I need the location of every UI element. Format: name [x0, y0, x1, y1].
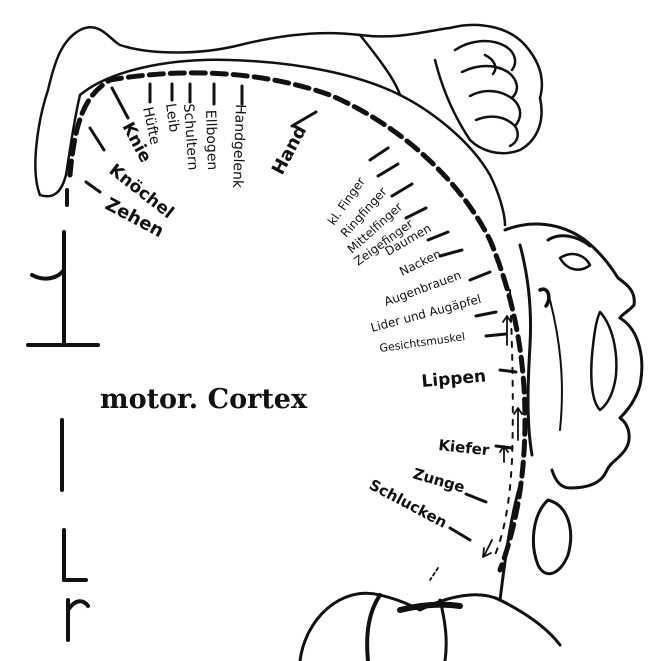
- body-outline: [35, 27, 505, 225]
- cortex-arc-inner: [495, 290, 513, 555]
- label-hand: Hand: [268, 122, 311, 179]
- label-gesicht: Gesichtsmuskel: [379, 330, 466, 355]
- diagram-title: motor. Cortex: [100, 384, 308, 415]
- label-lippen: Lippen: [421, 366, 487, 392]
- label-kiefer: Kiefer: [438, 436, 491, 459]
- body-part-labels: Zehen Knöchel Knie Hüfte Leib Schultern …: [102, 102, 491, 531]
- hand-outline: [435, 25, 542, 153]
- label-handgelenk: Handgelenk: [229, 104, 248, 189]
- label-ellbogen: Ellbogen: [202, 110, 220, 171]
- left-margin-marks: [28, 190, 98, 640]
- label-leib: Leib: [162, 102, 182, 133]
- label-zunge: Zunge: [411, 465, 467, 497]
- label-nacken: Nacken: [397, 247, 443, 279]
- label-schultern: Schultern: [180, 103, 201, 171]
